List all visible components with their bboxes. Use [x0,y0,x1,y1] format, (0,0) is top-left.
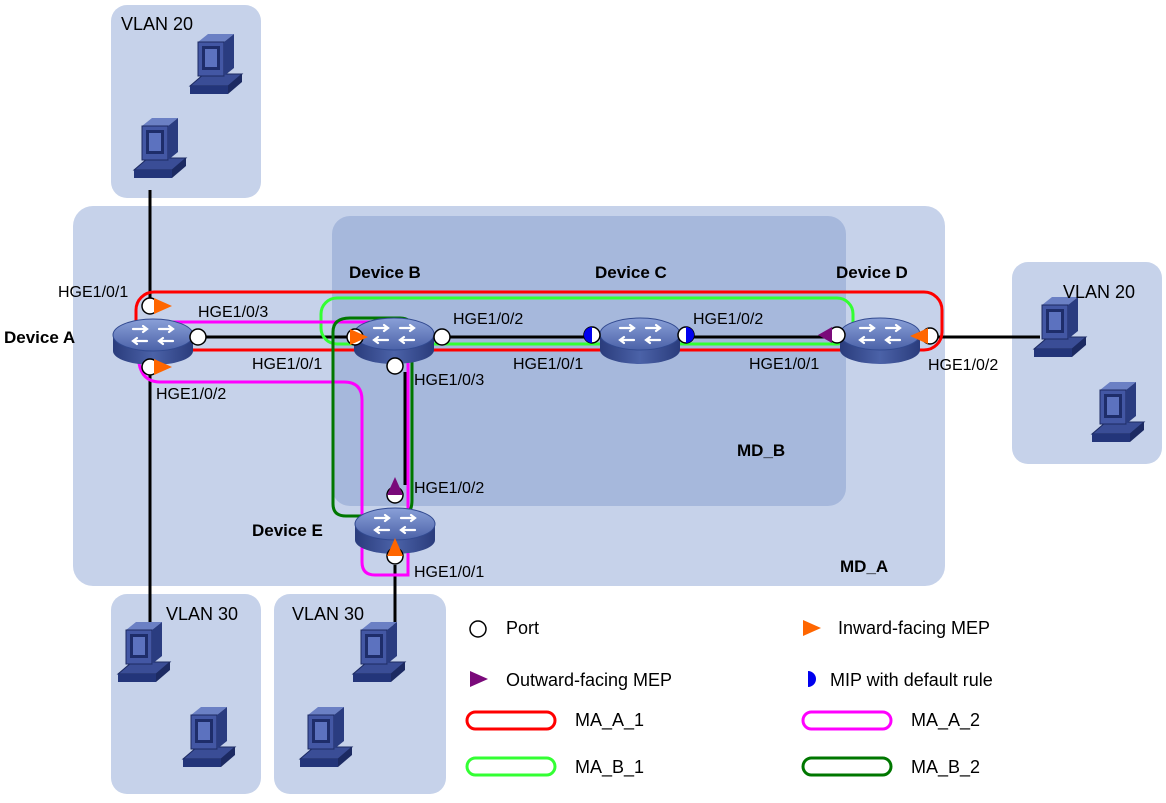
legend-ma-a-2-label: MA_A_2 [911,710,980,731]
vlan-label: VLAN 30 [292,604,364,624]
legend-ma-b-2-swatch [801,756,893,777]
port-circle-icon [386,357,404,375]
vlan-label: VLAN 30 [166,604,238,624]
legend-mip-icon [808,671,816,687]
outward-mep-markers [387,327,832,495]
legend-outward-mep-icon [470,671,488,687]
port-label: HGE1/0/2 [693,311,763,328]
vlan-label: VLAN 20 [121,14,193,34]
device-e-label: Device E [252,521,323,540]
legend-port-icon [469,620,487,638]
legend-inward-mep-label: Inward-facing MEP [838,618,990,638]
legend-ma-b-2-label: MA_B_2 [911,757,980,778]
md-b-zone [332,216,846,506]
device-b-label: Device B [349,263,421,282]
port-label: HGE1/0/1 [749,356,819,373]
legend-ma-a-1-swatch [465,710,557,731]
port-label: HGE1/0/2 [414,480,484,497]
md-a-label: MD_A [840,557,888,576]
legend-ma-a-1-label: MA_A_1 [575,710,644,731]
port-label: HGE1/0/1 [414,564,484,581]
inward-mep-icon [154,359,172,375]
mip-icon [686,327,694,343]
port-circle-icon [189,328,207,346]
port-circle-icon [433,328,451,346]
outward-mep-icon [387,477,403,495]
device-d-icon [838,316,922,366]
legend-inward-mep-icon [803,620,821,636]
port-label: HGE1/0/2 [453,311,523,328]
legend-port-label: Port [506,618,539,638]
vlan30-mid-zone [274,594,446,794]
device-a-label: Device A [4,328,75,347]
device-b-icon [352,316,436,366]
inward-mep-icon [154,298,172,314]
port-label: HGE1/0/3 [414,372,484,389]
port-label: HGE1/0/1 [252,356,322,373]
legend-mip-label: MIP with default rule [830,670,993,690]
mip-icon [584,327,592,343]
device-d-label: Device D [836,263,908,282]
port-label: HGE1/0/3 [198,304,268,321]
port-label: HGE1/0/1 [513,356,583,373]
md-b-label: MD_B [737,441,785,460]
device-c-label: Device C [595,263,667,282]
legend-ma-b-1-label: MA_B_1 [575,757,644,778]
inward-mep-icon [910,328,928,344]
inward-mep-icon [387,538,403,556]
legend: Port Inward-facing MEP Outward-facing ME… [465,618,993,778]
port-label: HGE1/0/2 [156,386,226,403]
device-c-icon [598,316,682,366]
inward-mep-markers [154,298,928,556]
links [148,190,1040,650]
legend-ma-a-2-swatch [801,710,893,731]
mip-markers [584,327,694,343]
legend-outward-mep-label: Outward-facing MEP [506,670,672,690]
port-label: HGE1/0/2 [928,357,998,374]
legend-ma-b-1-swatch [465,756,557,777]
device-a-icon [111,317,195,367]
port-label: HGE1/0/1 [58,284,128,301]
vlan-label: VLAN 20 [1063,282,1135,302]
outward-mep-icon [818,327,832,343]
inward-mep-icon [350,329,368,345]
